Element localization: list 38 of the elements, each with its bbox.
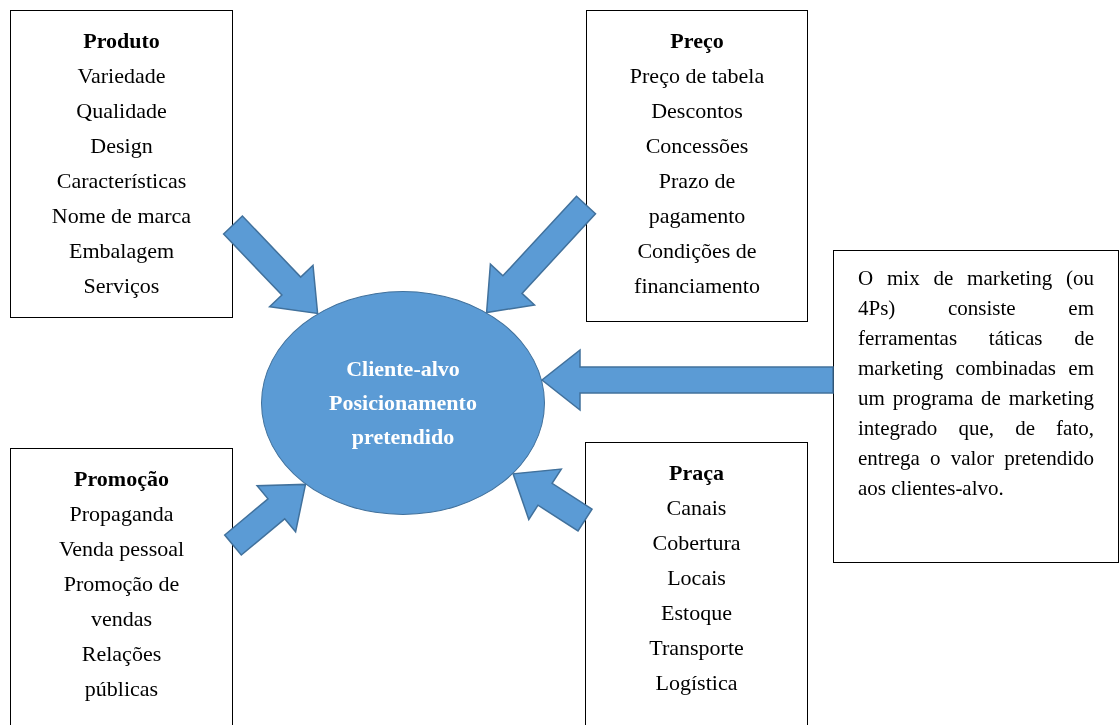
block-arrow	[222, 214, 319, 315]
category-box	[586, 10, 808, 322]
list-item: Venda pessoal	[57, 535, 186, 563]
category-box	[10, 448, 233, 725]
list-item: Relações públicas	[80, 640, 163, 703]
block-arrow	[512, 468, 594, 532]
category-box	[585, 442, 808, 725]
list-item: Logística	[654, 669, 739, 697]
list-item: Preço de tabela	[628, 62, 766, 90]
list-item: Promoção de vendas	[62, 570, 181, 633]
list-item: Nome de marca	[50, 202, 193, 230]
list-item: Propaganda	[68, 500, 175, 528]
block-arrow	[540, 348, 834, 412]
list-item: Concessões	[644, 132, 750, 160]
block-arrow	[223, 483, 307, 557]
center-text: Cliente-alvo Posicionamento pretendido	[328, 355, 478, 451]
box-title: Preço	[670, 27, 724, 55]
list-item: Variedade	[76, 62, 167, 90]
category-box	[10, 10, 233, 318]
box-title: Promoção	[74, 465, 169, 493]
block-arrow	[485, 195, 597, 314]
list-item: Embalagem	[67, 237, 176, 265]
list-item: Locais	[666, 564, 727, 592]
box-title: Produto	[83, 27, 160, 55]
list-item: Prazo de pagamento	[647, 167, 747, 230]
list-item: Design	[89, 132, 154, 160]
list-item: Serviços	[82, 272, 161, 300]
list-item: Qualidade	[75, 97, 168, 125]
note-text: O mix de marketing (ou 4Ps) consiste em ferramentas táticas de marketing combinadas em um programa de marketing integrado que, de fato, entrega o valor pretendido aos clientes-alvo.	[858, 265, 1094, 502]
list-item: Cobertura	[651, 529, 742, 557]
note-box	[833, 250, 1119, 563]
list-item: Características	[55, 167, 188, 195]
list-item: Descontos	[650, 97, 744, 125]
box-title: Praça	[669, 459, 724, 487]
list-item: Transporte	[648, 634, 745, 662]
list-item: Condições de financiamento	[633, 237, 761, 300]
list-item: Canais	[665, 494, 728, 522]
list-item: Estoque	[660, 599, 733, 627]
